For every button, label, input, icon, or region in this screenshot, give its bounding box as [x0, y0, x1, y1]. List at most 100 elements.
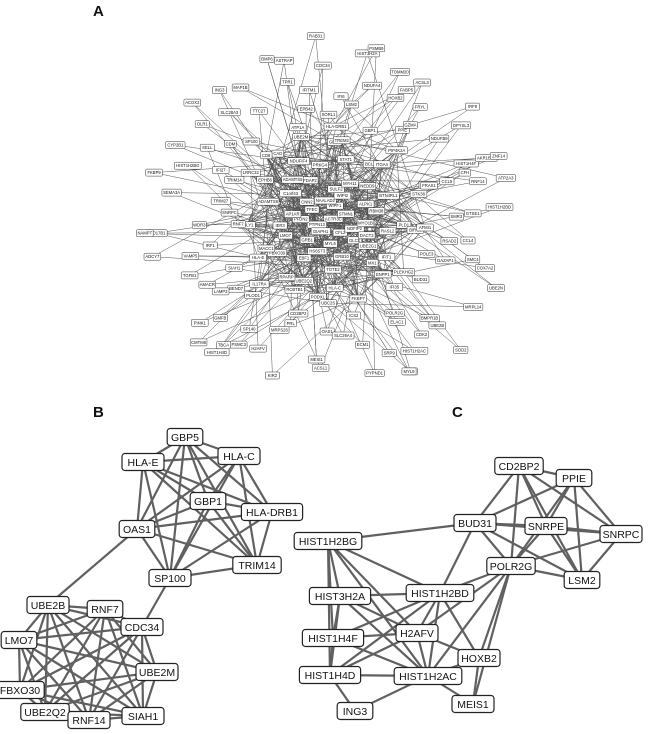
c-node-snrpc[interactable]: SNRPC — [599, 524, 643, 544]
a-node[interactable]: ECM1 — [355, 340, 370, 349]
a-node[interactable]: CAD — [271, 149, 284, 158]
c-node-lsm2[interactable]: LSM2 — [563, 570, 601, 590]
b-node-lmo7[interactable]: LMO7 — [0, 630, 38, 650]
a-node[interactable]: AFMI1 — [416, 223, 434, 232]
a-node[interactable]: MYL9 — [401, 367, 417, 376]
a-node[interactable]: LMO7 — [278, 231, 293, 240]
a-node[interactable]: SLC26A4 — [331, 331, 355, 340]
a-node[interactable]: GZMA — [403, 121, 418, 129]
a-node[interactable]: ASTRAP — [274, 56, 295, 65]
a-node[interactable]: RNF7 — [230, 220, 246, 228]
a-node[interactable]: IFITM1 — [299, 86, 320, 94]
a-node[interactable]: RASL2 — [378, 227, 397, 235]
a-node[interactable]: DPYSL3 — [451, 121, 471, 130]
a-node[interactable]: IER3 — [272, 221, 288, 230]
a-node[interactable]: ELAC1 — [388, 318, 406, 326]
a-node[interactable]: AP1AR — [283, 210, 302, 218]
a-node[interactable]: PTPN13 — [306, 220, 327, 229]
a-node[interactable]: ICS2 — [346, 311, 362, 320]
a-node[interactable]: IRF8 — [465, 102, 480, 111]
b-node-siah1[interactable]: SIAH1 — [121, 706, 165, 726]
a-node[interactable]: ING3 — [212, 86, 227, 94]
a-node[interactable]: NDUFA4 — [362, 81, 383, 90]
a-node[interactable]: IFI6 — [333, 92, 349, 101]
a-node[interactable]: IL17RA — [249, 280, 270, 288]
a-node[interactable]: UBC2S — [319, 299, 337, 307]
a-node[interactable]: ADAMTS5 — [281, 175, 304, 184]
a-node[interactable]: MYL6 — [322, 239, 338, 248]
a-node[interactable]: ACSL1 — [311, 364, 330, 372]
a-node[interactable]: MYH11 — [341, 179, 359, 188]
a-node[interactable]: SMR3 — [448, 212, 464, 221]
a-node[interactable]: KIR2 — [265, 371, 280, 380]
a-node[interactable]: IFIT1 — [377, 253, 396, 261]
a-node[interactable]: NAMPT — [136, 229, 154, 237]
a-node[interactable]: ACOX2 — [183, 98, 201, 107]
a-node[interactable]: EPB42 — [297, 105, 315, 113]
a-node[interactable]: FKBP7 — [349, 294, 367, 303]
a-node[interactable]: TTC27 — [250, 107, 268, 115]
a-node[interactable]: IRF1 — [202, 241, 218, 250]
a-node[interactable]: BTN4RL1 — [377, 191, 400, 200]
a-node[interactable]: LAMP3 — [211, 287, 230, 296]
b-node-hla-e[interactable]: HLA-E — [121, 452, 165, 472]
a-node[interactable]: PSMB9 — [367, 44, 386, 53]
a-node[interactable]: ITGA4 — [373, 160, 391, 169]
a-node[interactable]: PRL — [284, 319, 297, 328]
a-node[interactable]: GBP1 — [362, 126, 378, 135]
c-node-hist1h2bd[interactable]: HIST1H2BD — [405, 583, 475, 603]
c-node-ppie[interactable]: PPIE — [555, 468, 593, 488]
a-node[interactable]: HIST1H2BG — [174, 161, 202, 170]
a-node[interactable]: TPR1 — [280, 78, 295, 86]
a-node[interactable]: HIST1H4F — [453, 159, 479, 168]
a-node[interactable]: CDM — [224, 140, 237, 148]
a-node[interactable]: PYPND1 — [364, 369, 385, 377]
a-node[interactable]: NDUFIF4 — [287, 157, 310, 165]
a-node[interactable]: NAALAD2 — [314, 196, 337, 205]
a-node[interactable]: CCL5 — [439, 177, 455, 186]
a-node[interactable]: STAT1 — [337, 155, 355, 164]
a-node[interactable]: RBM38 — [367, 207, 386, 215]
b-node-hla-c[interactable]: HLA-C — [217, 446, 261, 466]
a-node[interactable]: SRP9 — [381, 349, 397, 357]
a-node[interactable]: UBE2M — [292, 133, 310, 141]
a-node[interactable]: SOD2 — [453, 346, 469, 354]
a-node[interactable]: SLC28A3 — [218, 108, 241, 117]
c-node-meis1[interactable]: MEIS1 — [451, 694, 495, 714]
a-node[interactable]: MRPS26 — [269, 326, 290, 334]
a-node[interactable]: BMP6 — [259, 55, 275, 63]
a-node[interactable]: LSM2 — [344, 100, 359, 109]
a-node[interactable]: MEIS1 — [307, 355, 326, 364]
b-node-sp100[interactable]: SP100 — [148, 568, 192, 588]
a-node[interactable]: SMC4 — [465, 255, 481, 264]
a-node[interactable]: H2AFV — [249, 344, 267, 353]
a-node[interactable]: RCBTB1 — [284, 285, 305, 294]
a-node[interactable]: HLA-DRB1 — [323, 122, 349, 131]
c-node-h2afv[interactable]: H2AFV — [395, 623, 439, 643]
a-node[interactable]: GTSE1 — [464, 209, 482, 218]
a-node[interactable]: BUD31 — [411, 275, 430, 284]
a-node[interactable]: CDC34 — [314, 61, 332, 70]
a-node[interactable]: SIAH1 — [225, 264, 243, 272]
a-node[interactable]: TOMM20 — [390, 68, 410, 76]
c-node-bud31[interactable]: BUD31 — [453, 513, 497, 533]
a-node[interactable]: UBE2B — [428, 321, 446, 330]
a-node[interactable]: RSAD2 — [440, 237, 458, 245]
a-node[interactable]: FKBP9 — [145, 168, 163, 177]
a-node[interactable]: PRKG4 — [311, 161, 329, 169]
a-node[interactable]: PLOD1 — [244, 291, 262, 300]
a-node[interactable]: CCL4 — [460, 236, 476, 245]
a-node[interactable]: IFI27 — [212, 166, 230, 174]
a-node[interactable]: TOTE2 — [324, 265, 342, 274]
a-node[interactable]: HOXB2 — [386, 94, 405, 102]
a-node[interactable]: PODXL — [309, 293, 327, 301]
a-node[interactable]: CFL2 — [332, 228, 348, 237]
a-node[interactable]: GMFB — [212, 314, 228, 322]
a-node[interactable]: CYP2B1 — [165, 141, 186, 149]
c-node-hist3h2a[interactable]: HIST3H2A — [308, 586, 372, 606]
a-node[interactable]: ATP2A3 — [495, 174, 516, 182]
b-node-hla-drb1[interactable]: HLA-DRB1 — [240, 502, 304, 522]
a-node[interactable]: TRIM27 — [210, 197, 231, 205]
a-node[interactable]: HLA-C — [326, 284, 344, 292]
a-node[interactable]: FABP5 — [397, 86, 416, 94]
